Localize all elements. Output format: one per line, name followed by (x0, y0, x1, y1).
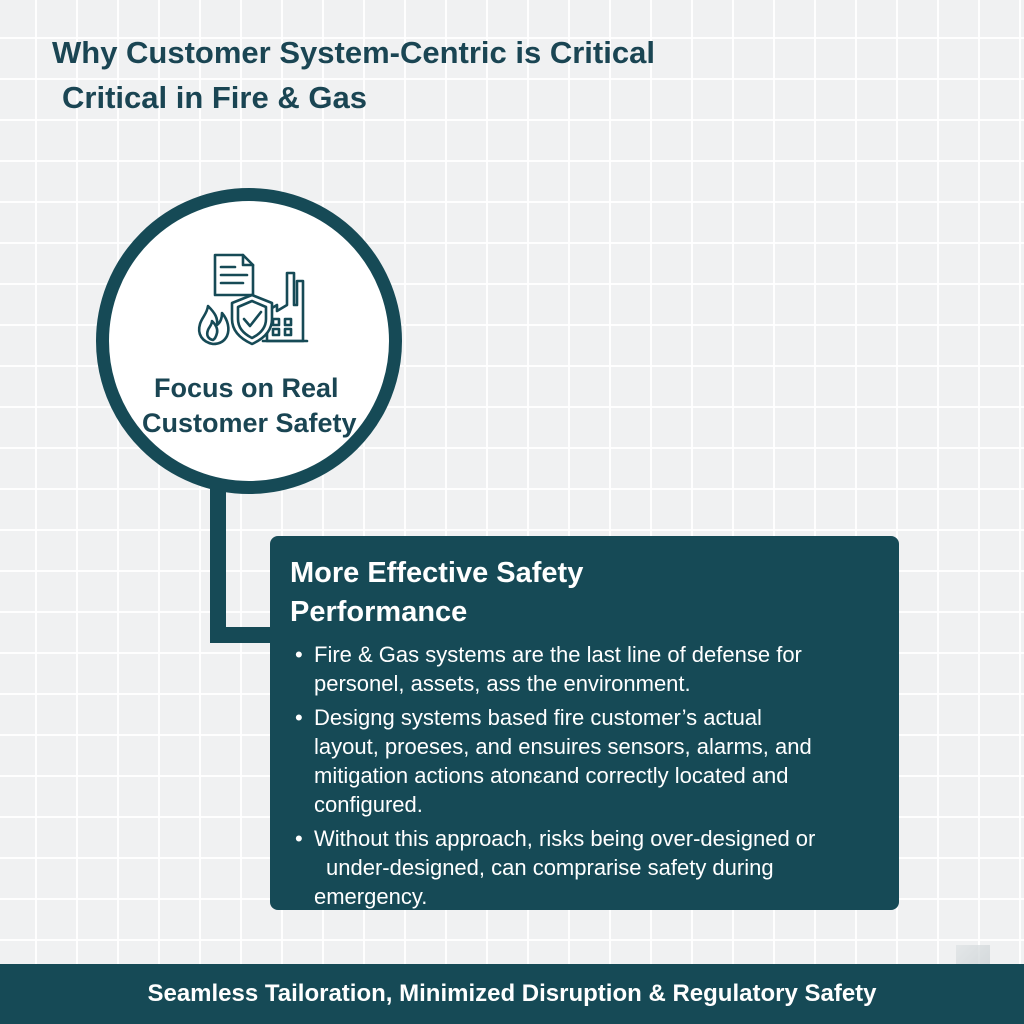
card-bullet-list: • Fire & Gas systems are the last line o… (292, 640, 879, 916)
connector-line-horizontal (210, 627, 280, 643)
card-title: More Effective Safety Performance (290, 554, 583, 632)
bullet-line: personel, assets, ass the environment. (314, 671, 691, 696)
list-item: • Designg systems based fire customer’s … (292, 703, 879, 819)
page-title-line-2: Critical in Fire & Gas (62, 80, 367, 115)
bullet-icon: • (295, 705, 303, 730)
focus-label: Focus on Real Customer Safety (142, 371, 357, 441)
flame-icon (197, 304, 230, 346)
benefit-card: More Effective Safety Performance • Fire… (270, 536, 899, 910)
bullet-line: Designg systems based fire customer’s ac… (314, 705, 762, 730)
footer-text: Seamless Tailoration, Minimized Disrupti… (147, 980, 877, 1007)
card-title-line-1: More Effective Safety (290, 557, 584, 589)
list-item: • Fire & Gas systems are the last line o… (292, 640, 879, 698)
focus-circle: Focus on Real Customer Safety (96, 188, 402, 494)
focus-label-line-1: Focus on Real (154, 373, 339, 403)
footer-banner: Seamless Tailoration, Minimized Disrupti… (0, 964, 1024, 1024)
focus-label-line-2: Customer Safety (142, 408, 357, 438)
page-title: Why Customer System-Centric is Critical … (52, 30, 655, 120)
shield-check-icon (230, 293, 274, 346)
bullet-line: Without this approach, risks being over-… (314, 826, 816, 851)
page-title-line-1: Why Customer System-Centric is Critical (52, 35, 655, 70)
bullet-line: emergency. (314, 884, 428, 909)
bullet-line: Fire & Gas systems are the last line of … (314, 642, 802, 667)
card-title-line-2: Performance (290, 596, 468, 628)
connector-line-vertical (210, 455, 226, 643)
bullet-icon: • (295, 826, 303, 851)
bullet-line: under-designed, can comprarise safety du… (326, 855, 774, 880)
factory-icon (261, 271, 309, 343)
bullet-line: configured. (314, 792, 423, 817)
list-item: • Without this approach, risks being ove… (292, 824, 879, 911)
bullet-line: mitigation actions atonεand correctly lo… (314, 763, 789, 788)
document-icon (213, 253, 255, 297)
fire-gas-safety-icon (197, 253, 309, 346)
bullet-icon: • (295, 642, 303, 667)
bullet-line: layout, proeses, and ensuires sensors, a… (314, 734, 812, 759)
